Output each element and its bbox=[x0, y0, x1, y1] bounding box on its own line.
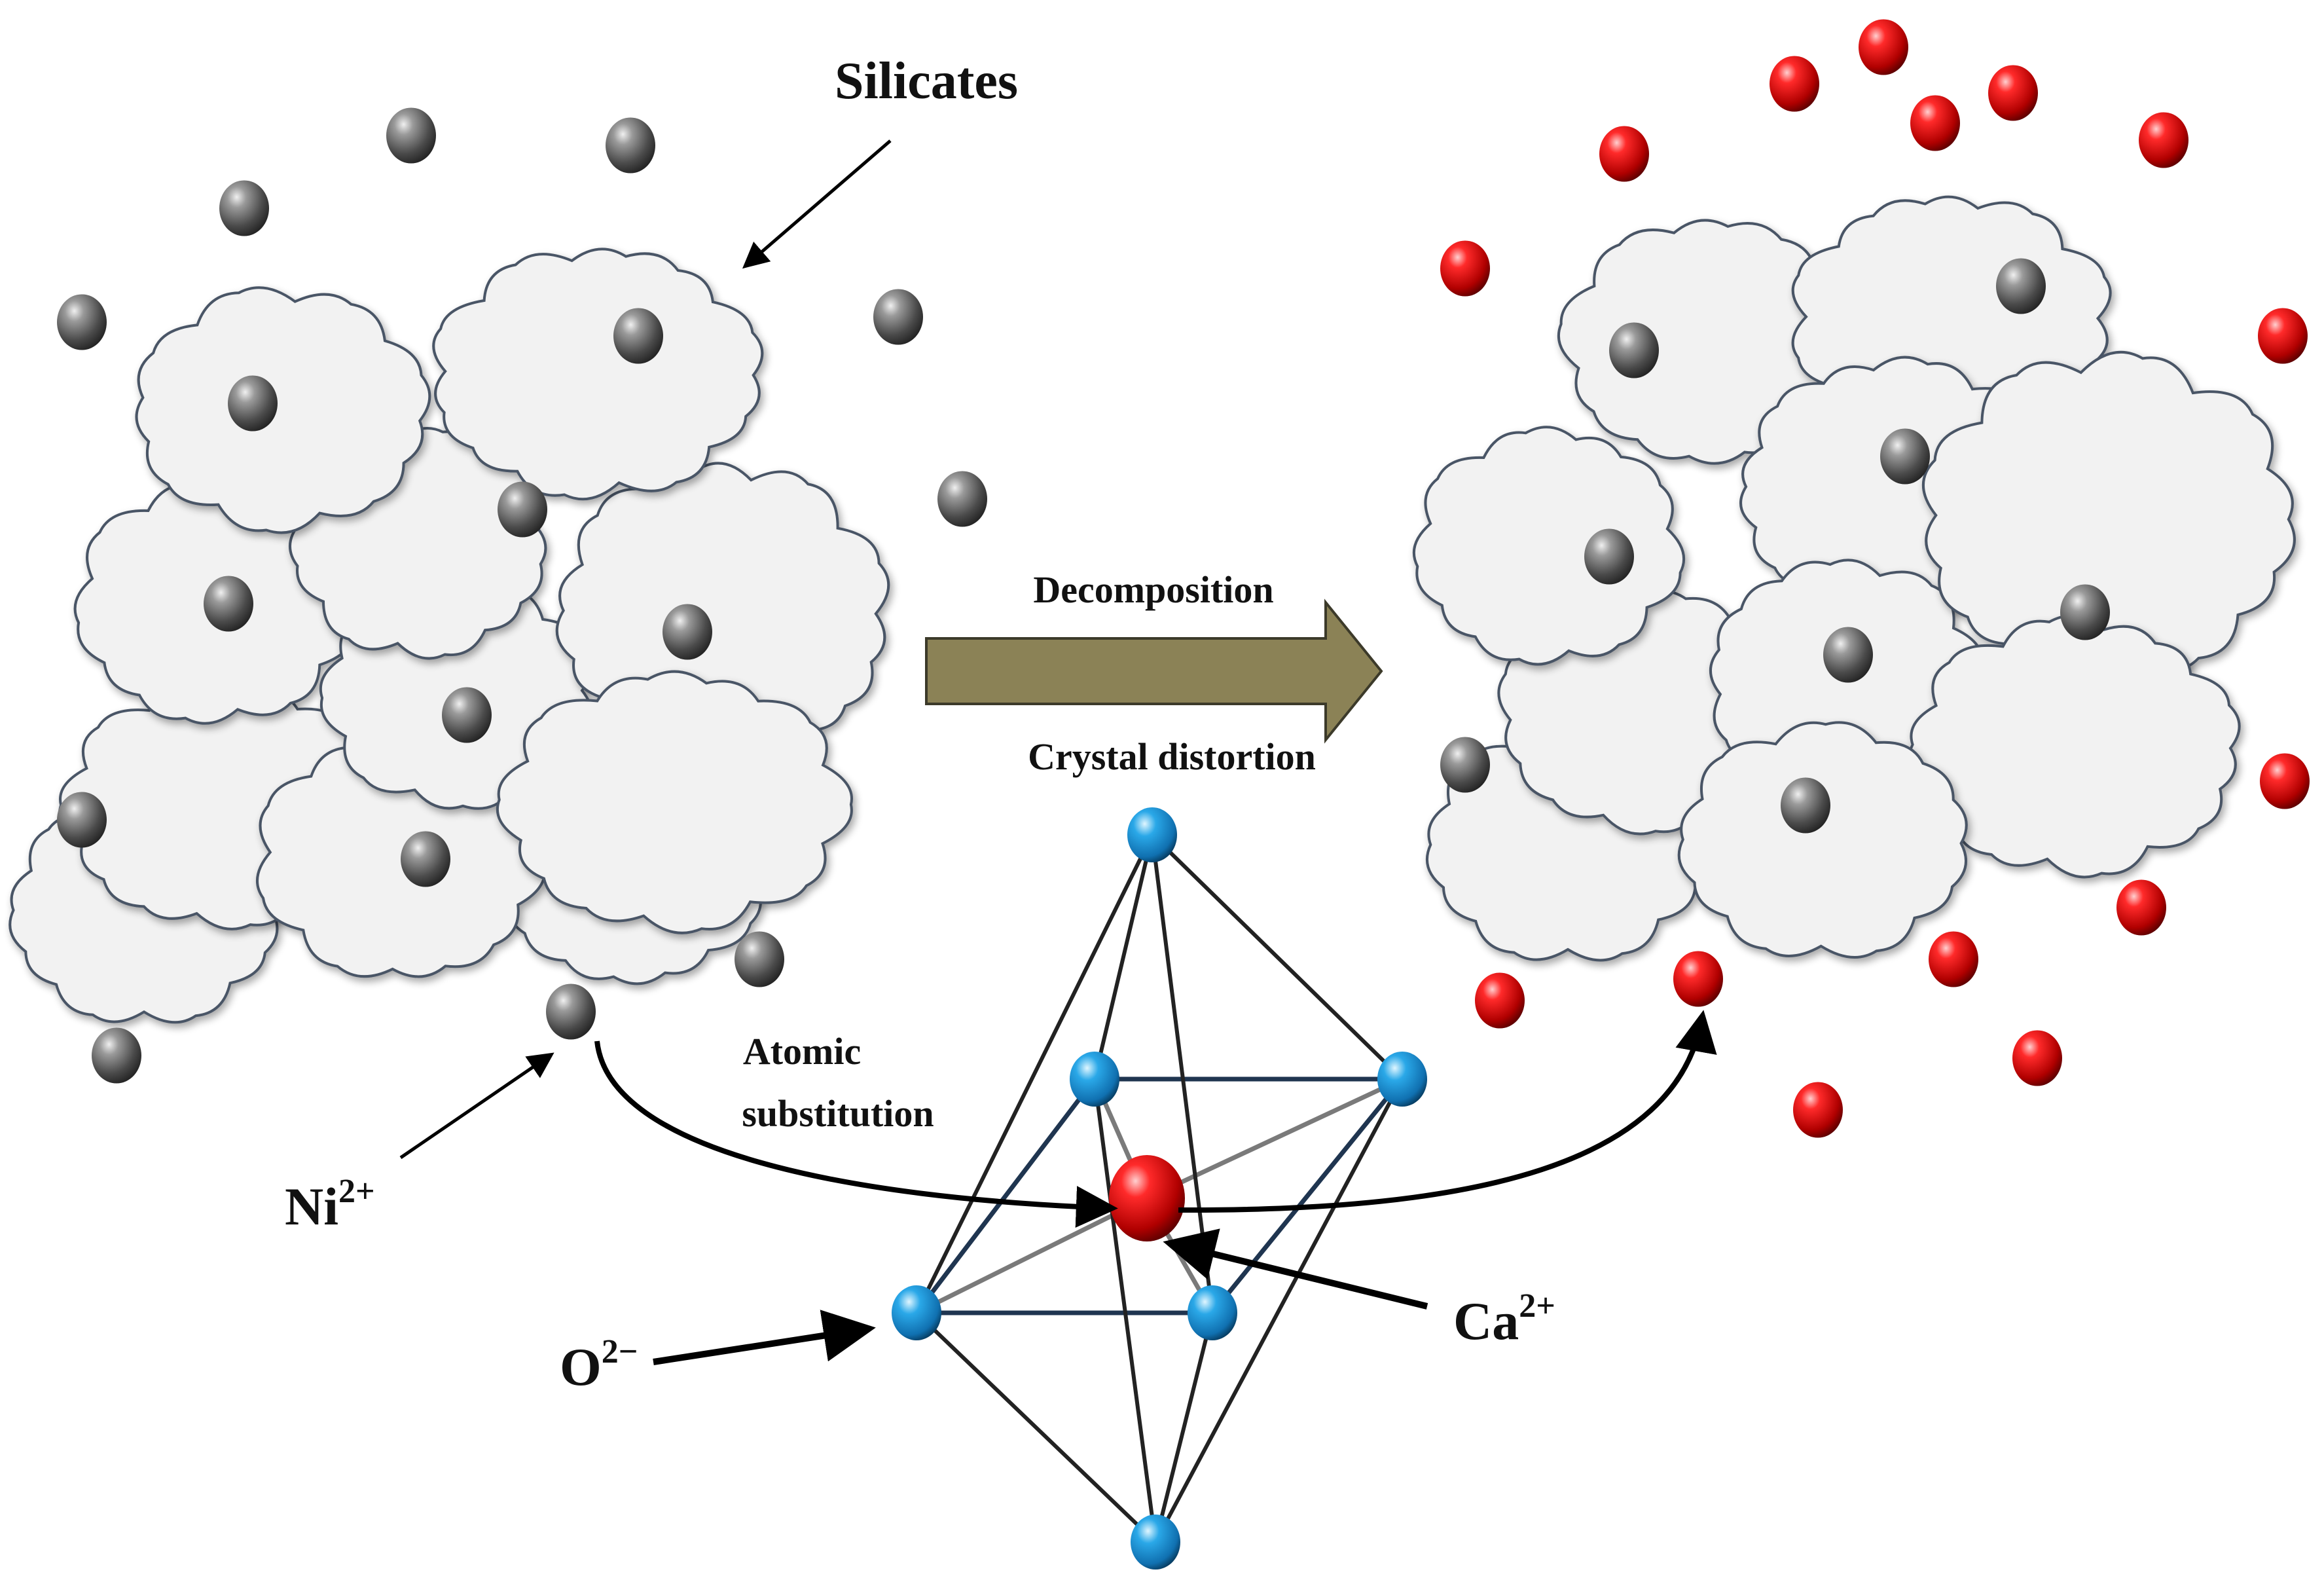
ca-ion-13 bbox=[1475, 972, 1525, 1029]
octahedron-bond-back-right bbox=[1146, 1076, 1404, 1201]
ni-ion-right-1 bbox=[1996, 258, 2046, 314]
ca-ion-6 bbox=[1599, 126, 1649, 182]
ni-ion-left-13 bbox=[57, 792, 107, 848]
o-ion-bottom bbox=[1131, 1515, 1180, 1570]
ca-ion-9 bbox=[2260, 753, 2310, 809]
crystal-distortion-label: Crystal distortion bbox=[1028, 735, 1316, 778]
octahedron-edge-fr-bot bbox=[1153, 1312, 1214, 1543]
ni-ion-right-8 bbox=[1781, 777, 1830, 834]
silicate-particle-left-10 bbox=[432, 248, 764, 501]
ni-ion-right-3 bbox=[1880, 428, 1930, 485]
o-ion-top bbox=[1127, 807, 1177, 862]
o-ion-front-right bbox=[1188, 1285, 1237, 1340]
ca-pointer-arrow bbox=[1163, 1228, 1428, 1310]
ca-charge: 2+ bbox=[1519, 1287, 1555, 1325]
ni-ion-right-2 bbox=[1609, 322, 1659, 378]
silicate-cluster-after bbox=[1412, 195, 2296, 962]
ni-ion-left-16 bbox=[546, 983, 596, 1040]
substitution-curve-right bbox=[1178, 1010, 1717, 1213]
ni-ion-left-6 bbox=[613, 308, 663, 364]
ni-ion-left-2 bbox=[606, 117, 655, 174]
ca-ion-14 bbox=[2012, 1030, 2062, 1086]
silicate-particle-right-3 bbox=[1412, 426, 1686, 666]
ni-ion-left-1 bbox=[386, 107, 436, 164]
ni-ion-left-12 bbox=[442, 687, 492, 743]
o-ion-back-left bbox=[1070, 1052, 1119, 1107]
substitution-curve-left bbox=[594, 1040, 1118, 1228]
ca-ion-11 bbox=[1673, 951, 1723, 1007]
silicate-particle-left-9 bbox=[135, 286, 431, 534]
ni-ion-left-17 bbox=[92, 1027, 141, 1084]
octahedron-edge-bl-top bbox=[1093, 834, 1154, 1080]
ca-ion-2 bbox=[1859, 19, 1908, 75]
octahedron-crystal bbox=[892, 807, 1427, 1570]
ni-ion-left-10 bbox=[204, 576, 253, 632]
atomic-substitution-label-line1: Atomic bbox=[743, 1030, 861, 1073]
ni-ion-left-9 bbox=[498, 481, 547, 538]
silicate-particle-right-10 bbox=[1677, 721, 1968, 959]
ca-ion-4 bbox=[1988, 65, 2038, 121]
ni-ion-left-14 bbox=[401, 831, 450, 887]
silicate-particle-left-11 bbox=[496, 670, 853, 934]
ni-ion-left-7 bbox=[228, 375, 278, 432]
ni-ion-right-7 bbox=[1440, 737, 1490, 793]
ca-ion-7 bbox=[1440, 240, 1490, 297]
decomposition-label: Decomposition bbox=[1033, 568, 1273, 611]
ni-ion-right-5 bbox=[2060, 584, 2110, 640]
ni-ion-left-11 bbox=[663, 604, 712, 660]
o-label: O2− bbox=[560, 1333, 638, 1397]
decomposition-arrow bbox=[925, 598, 1383, 744]
ca-ion-5 bbox=[2139, 112, 2188, 168]
ni-ion-left-4 bbox=[57, 294, 107, 350]
o-pointer-arrow bbox=[653, 1310, 876, 1365]
silicate-cluster-before bbox=[9, 248, 890, 1024]
ca-ion-1 bbox=[1770, 56, 1819, 112]
o-charge: 2− bbox=[602, 1333, 638, 1370]
ni-charge: 2+ bbox=[338, 1173, 375, 1210]
ca-ion-center bbox=[1109, 1155, 1185, 1241]
ca-ion-10 bbox=[2116, 879, 2166, 936]
octahedron-edge-fr-top bbox=[1150, 834, 1214, 1314]
silicates-label: Silicates bbox=[835, 52, 1018, 110]
silicates-pointer-arrow bbox=[742, 139, 892, 269]
ni-label: Ni2+ bbox=[285, 1173, 375, 1236]
ca-ion-8 bbox=[2258, 308, 2308, 364]
o-ion-back-right bbox=[1377, 1052, 1427, 1107]
atomic-substitution-label-line2: substitution bbox=[742, 1092, 934, 1135]
ca-ion-15 bbox=[1793, 1082, 1843, 1138]
ca-label: Ca2+ bbox=[1453, 1287, 1555, 1351]
ni-ion-left-5 bbox=[873, 289, 923, 345]
ni-ion-left-8 bbox=[937, 471, 987, 527]
o-ion-front-left bbox=[892, 1285, 941, 1340]
octahedron-edge-left bbox=[915, 1077, 1097, 1315]
ca-ion-12 bbox=[1929, 931, 1978, 987]
ca-ion-3 bbox=[1910, 95, 1960, 151]
octahedron-edge-br-bot bbox=[1153, 1078, 1404, 1543]
octahedron-edge-fl-bot bbox=[915, 1311, 1157, 1544]
ni-ion-right-6 bbox=[1823, 627, 1873, 683]
ni-ion-left-3 bbox=[219, 180, 269, 236]
ions-layer bbox=[57, 19, 2310, 1138]
ni-ion-left-15 bbox=[735, 931, 784, 987]
octahedron-edge-br-top bbox=[1150, 833, 1404, 1081]
ni-ion-right-4 bbox=[1584, 528, 1634, 585]
ni-pointer-arrow bbox=[399, 1052, 554, 1160]
octahedron-edge-right bbox=[1210, 1077, 1404, 1315]
octahedron-edge-bl-bot bbox=[1093, 1078, 1157, 1543]
octahedron-edge-fl-top bbox=[915, 834, 1154, 1314]
